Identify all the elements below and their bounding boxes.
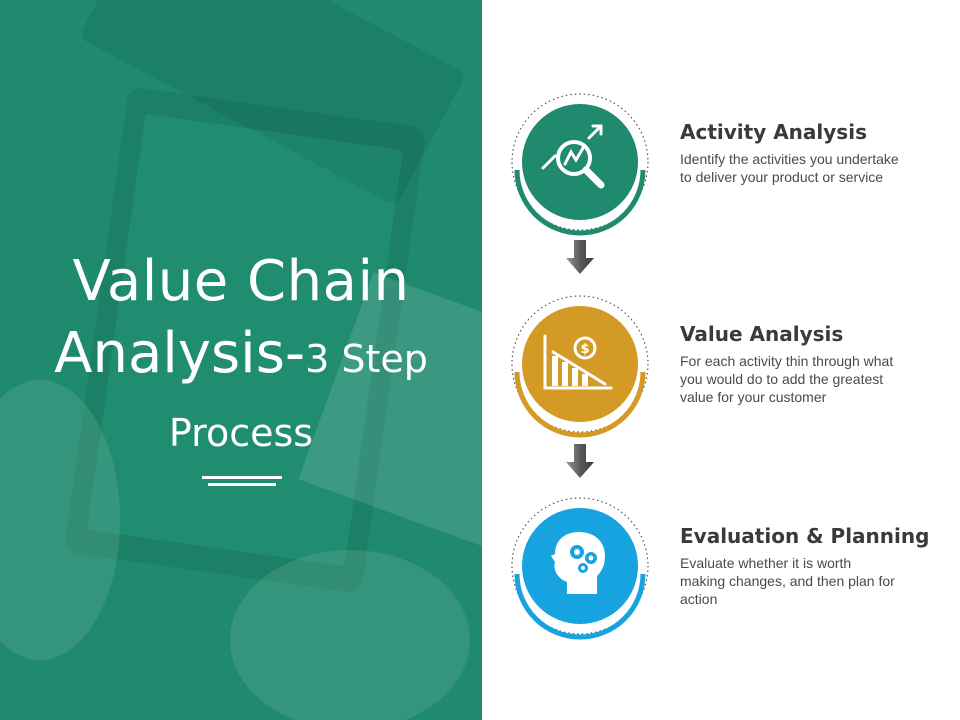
step-value-analysis: $ Value Analysis For each activity thin … <box>505 292 945 442</box>
step-title: Value Analysis <box>680 322 844 346</box>
bar-chart-dollar-icon: $ <box>543 334 613 390</box>
slide-title: Value Chain Analysis-3 Step Process <box>0 246 482 463</box>
title-panel: Value Chain Analysis-3 Step Process <box>0 0 482 720</box>
title-line-2-suffix: 3 Step <box>305 337 428 381</box>
step-activity-analysis: Activity Analysis Identify the activitie… <box>505 90 945 240</box>
step-3-badge <box>511 497 649 640</box>
title-line-3: Process <box>168 411 314 455</box>
down-arrow-icon <box>566 240 594 274</box>
title-line-2-main: Analysis- <box>54 321 306 386</box>
step-description: Identify the activities you undertake to… <box>680 151 899 185</box>
step-1-text: Activity Analysis Identify the activitie… <box>680 120 945 186</box>
title-line-2: Analysis-3 Step <box>0 318 482 403</box>
step-2-text: Value Analysis For each activity thin th… <box>680 322 945 406</box>
down-arrow-icon <box>566 444 594 478</box>
step-1-badge <box>511 93 649 236</box>
step-description: Evaluate whether it is worth making chan… <box>680 555 895 607</box>
background-photo-overlay <box>0 272 482 720</box>
step-title: Activity Analysis <box>680 120 867 144</box>
step-3-text: Evaluation & Planning Evaluate whether i… <box>680 524 945 608</box>
svg-text:$: $ <box>580 342 589 357</box>
title-line-1: Value Chain <box>72 249 410 314</box>
head-gears-icon <box>551 532 605 594</box>
step-2-badge: $ <box>511 295 649 438</box>
step-evaluation-planning: Evaluation & Planning Evaluate whether i… <box>505 494 945 644</box>
title-underline <box>202 476 282 488</box>
step-description: For each activity thin through what you … <box>680 353 894 405</box>
magnifier-trend-icon <box>541 124 605 189</box>
step-title: Evaluation & Planning <box>680 524 930 548</box>
